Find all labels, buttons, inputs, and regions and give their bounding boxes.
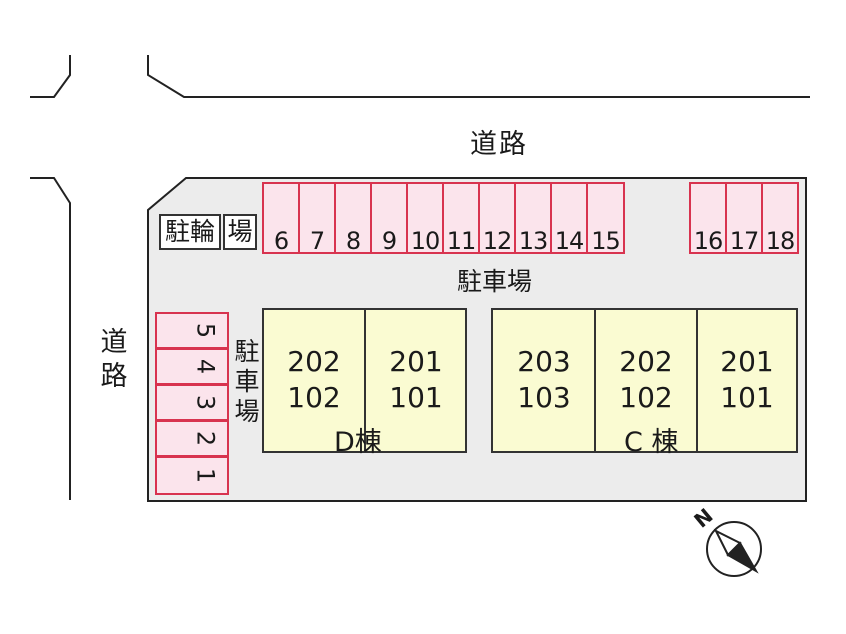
unit-number: 103	[517, 381, 571, 414]
building-d-name: D棟	[334, 427, 382, 458]
parking-space-16	[689, 182, 727, 254]
parking-space-13	[514, 182, 552, 254]
space-number: 12	[482, 227, 513, 255]
space-number: 18	[765, 227, 796, 255]
space-number: 9	[381, 227, 397, 255]
unit-number: 201	[720, 345, 774, 378]
parking-label-vertical-2: 車	[234, 367, 260, 396]
unit-number: 102	[287, 381, 341, 414]
space-number: 5	[191, 322, 220, 339]
parking-space-11	[442, 182, 480, 254]
building-c-unit-3	[696, 308, 798, 453]
road-label-top: 道路	[470, 129, 528, 160]
bike-parking-label-2: 場	[223, 214, 257, 250]
space-number: 13	[518, 227, 549, 255]
space-number: 1	[191, 467, 220, 484]
parking-space-1	[155, 456, 229, 495]
parking-space-18	[761, 182, 799, 254]
space-number: 17	[729, 227, 760, 255]
parking-space-5	[155, 312, 229, 349]
road-label-left-1: 道	[100, 327, 128, 358]
unit-number: 201	[389, 345, 443, 378]
space-number: 6	[273, 227, 289, 255]
building-c-unit-1	[491, 308, 596, 453]
unit-number: 101	[720, 381, 774, 414]
unit-number: 202	[287, 345, 341, 378]
parking-space-15	[586, 182, 625, 254]
parking-label-vertical-1: 駐	[234, 337, 260, 366]
space-number: 11	[446, 227, 477, 255]
space-number: 16	[693, 227, 724, 255]
unit-number: 202	[619, 345, 673, 378]
bike-parking-label: 駐輪	[159, 214, 221, 250]
space-number: 10	[410, 227, 441, 255]
parking-space-2	[155, 420, 229, 457]
parking-space-12	[478, 182, 516, 254]
parking-space-14	[550, 182, 588, 254]
parking-space-17	[725, 182, 763, 254]
space-number: 8	[345, 227, 361, 255]
space-number: 4	[191, 358, 220, 375]
building-c-unit-2	[594, 308, 698, 453]
unit-number: 203	[517, 345, 571, 378]
parking-space-7	[298, 182, 336, 254]
building-c-name: C 棟	[624, 427, 679, 458]
compass-icon	[706, 521, 762, 577]
road-label-left-2: 路	[100, 361, 128, 392]
parking-label-vertical-3: 場	[234, 397, 260, 426]
building-d-unit-2	[364, 308, 467, 453]
unit-number: 101	[389, 381, 443, 414]
space-number: 14	[554, 227, 585, 255]
unit-number: 102	[619, 381, 673, 414]
parking-label: 駐車場	[457, 267, 533, 296]
space-number: 15	[591, 227, 621, 255]
space-number: 2	[191, 430, 220, 447]
space-number: 3	[191, 394, 220, 411]
space-number: 7	[309, 227, 325, 255]
